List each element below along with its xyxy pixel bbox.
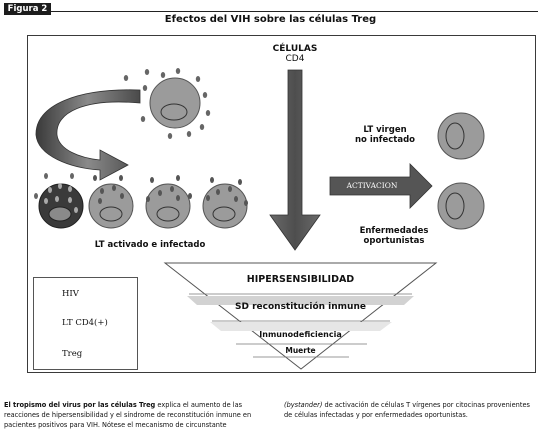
triangle-level-2: SD reconstitución inmune <box>235 302 366 312</box>
infecting-cell <box>149 77 201 129</box>
opportunistic-line2: oportunistas <box>363 236 425 246</box>
cd4-label-line1: CÉLULAS <box>272 44 318 54</box>
caption-left-rest: explica el aumento de las reacciones de … <box>4 401 252 429</box>
activation-arrow <box>329 163 433 209</box>
cd4-label: CÉLULAS CD4 <box>265 44 325 64</box>
caption-right-rest: de activación de células T vírgenes por … <box>284 401 530 419</box>
virgin-label-line2: no infectado <box>354 135 416 145</box>
opportunistic-label: Enfermedades oportunistas <box>352 226 436 246</box>
virion-particles <box>123 68 211 139</box>
legend-treg-label: Treg <box>62 349 83 359</box>
triangle-level-3: Inmunodeficiencia <box>259 330 342 339</box>
lt-cell-infected-2 <box>145 175 192 229</box>
curved-arrow <box>35 89 141 181</box>
virgin-lt-cell <box>437 112 485 160</box>
virgin-label-line1: LT virgen <box>363 125 407 135</box>
treg-cell-infected <box>34 173 84 229</box>
lt-cell-infected-1 <box>88 175 134 229</box>
diagram-frame <box>27 35 536 373</box>
cd4-label-line2: CD4 <box>285 54 305 64</box>
virgin-label: LT virgen no infectado <box>345 125 425 145</box>
opportunistic-line1: Enfermedades <box>359 226 429 236</box>
legend-hiv-label: HIV <box>62 289 79 299</box>
legend-box <box>33 277 138 370</box>
triangle-level-4: Muerte <box>285 346 316 355</box>
activated-lt-cell <box>437 182 485 230</box>
caption-right-italic: (bystander) <box>284 401 323 409</box>
top-rule <box>51 11 538 12</box>
activation-label: ACTIVACION <box>346 181 398 190</box>
legend-lt-label: LT CD4(+) <box>62 318 108 328</box>
cd4-down-arrow <box>269 69 321 251</box>
outcome-triangle <box>163 262 438 370</box>
figure-label: Figura 2 <box>4 3 51 15</box>
lt-cell-infected-3 <box>202 177 248 229</box>
caption-right: (bystander) de activación de células T v… <box>284 400 538 420</box>
infected-label: LT activado e infectado <box>94 240 206 250</box>
figure-title: Efectos del VIH sobre las células Treg <box>164 14 377 25</box>
caption-left-bold: El tropismo del virus por las células Tr… <box>4 401 156 409</box>
triangle-level-1: HIPERSENSIBILIDAD <box>246 274 355 285</box>
caption-left: El tropismo del virus por las células Tr… <box>4 400 266 430</box>
